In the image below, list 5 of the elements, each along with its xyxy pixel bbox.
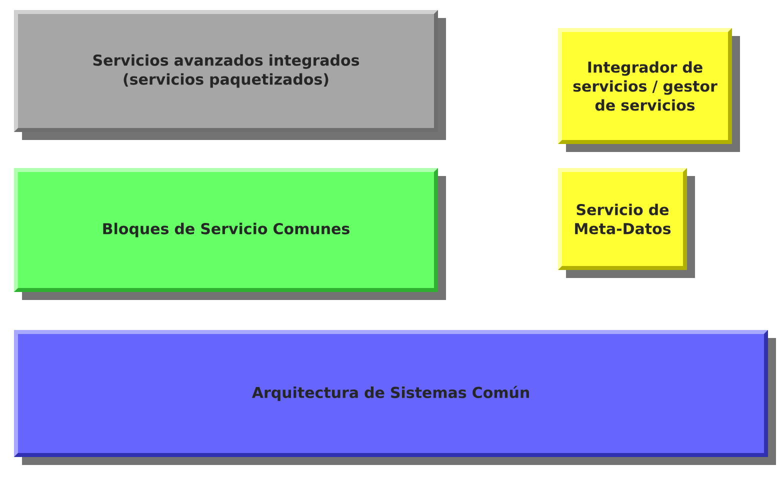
layer-box: Servicios avanzados integrados (servicios paquetizados) (14, 10, 446, 140)
layer-box: Bloques de Servicio Comunes (14, 168, 446, 300)
layer-box: Arquitectura de Sistemas Común (14, 330, 776, 465)
layer-box: Servicio de Meta-Datos (558, 168, 695, 278)
layer-box: Integrador de servicios / gestor de servicios (558, 28, 740, 152)
